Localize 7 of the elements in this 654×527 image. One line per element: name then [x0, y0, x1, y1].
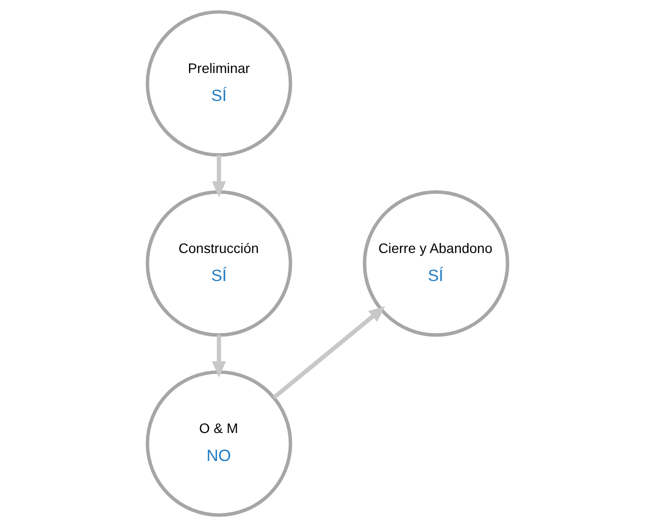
arrow: [211, 335, 226, 378]
node-circle: Preliminar SÍ: [145, 10, 292, 157]
node-circle: Cierre y Abandono SÍ: [362, 190, 509, 337]
node-circle: Construcción SÍ: [145, 190, 292, 337]
node-circle: O & M NO: [145, 370, 292, 517]
arrow: [272, 306, 385, 400]
arrow: [211, 155, 226, 198]
